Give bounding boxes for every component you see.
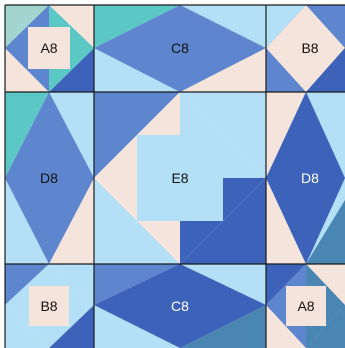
c8-bottom-label: C8 (171, 298, 189, 314)
b8-bottom-label: B8 (40, 298, 57, 314)
b8-top-label: B8 (301, 40, 318, 56)
d8-right-label: D8 (301, 170, 319, 186)
block-b8-top: B8 (266, 5, 345, 92)
a8-bottom-label: A8 (297, 298, 314, 314)
block-d8-left: D8 (5, 92, 94, 264)
d8-left-label: D8 (40, 170, 58, 186)
block-a8-top: A8 (5, 5, 94, 92)
block-c8-top: C8 (94, 5, 266, 92)
block-e8-center: E8 (94, 92, 266, 264)
block-d8-right: D8 (266, 92, 345, 264)
a8-top-label: A8 (40, 40, 57, 56)
block-b8-bottom: B8 (5, 264, 94, 348)
block-a8-bottom: A8 (266, 264, 345, 348)
c8-top-label: C8 (171, 40, 189, 56)
e8-center-label: E8 (171, 170, 188, 186)
block-c8-bottom: C8 (94, 264, 266, 348)
